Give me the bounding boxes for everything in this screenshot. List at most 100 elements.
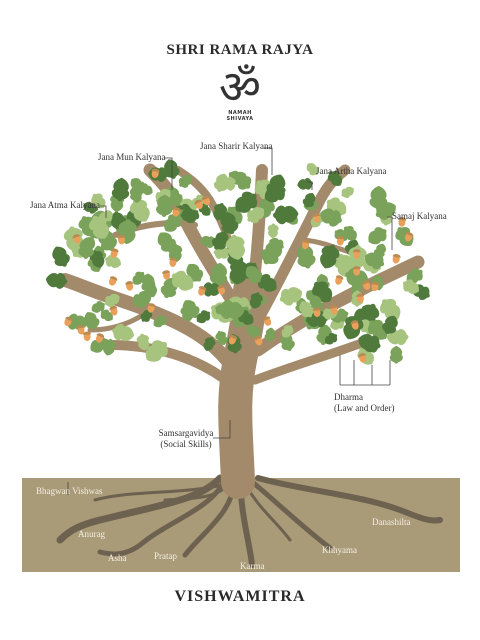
leaf	[235, 191, 258, 213]
om-icon: ॐ	[219, 60, 261, 114]
leaf	[89, 250, 105, 268]
leaf	[363, 341, 380, 353]
label-samsargavidya-subtitle: (Social Skills)	[160, 439, 212, 449]
leaf	[201, 282, 222, 297]
leaf	[141, 273, 156, 293]
leaf	[279, 287, 303, 306]
acorn	[217, 285, 226, 295]
leaf	[320, 244, 340, 269]
tree-foliage	[45, 159, 430, 365]
leaf	[266, 174, 286, 198]
acorn	[335, 275, 344, 285]
acorn	[392, 254, 401, 264]
acorn	[312, 213, 321, 223]
leaf	[130, 178, 145, 193]
leaf	[245, 266, 263, 284]
label-jana-mun-kalyana: Jana Mun Kalyana	[98, 152, 166, 162]
leaf	[52, 246, 70, 267]
leaf	[267, 223, 279, 239]
acorn	[117, 234, 126, 245]
root-label-pratap: Pratap	[154, 551, 177, 561]
acorn	[95, 333, 105, 343]
leaf	[369, 185, 388, 211]
label-samaj-kalyana: Samaj Kalyana	[392, 211, 447, 221]
leaf	[178, 174, 193, 188]
root-label-bhagwan-vishwas: Bhagwan Vishwas	[36, 486, 103, 496]
acorn	[352, 249, 361, 259]
acorn	[125, 281, 134, 291]
acorn	[83, 331, 91, 342]
leaf	[186, 209, 200, 223]
acorn	[201, 195, 211, 206]
acorn	[336, 236, 345, 246]
leaf	[281, 325, 294, 338]
acorn	[352, 266, 361, 276]
root-label-danashilta: Danashilta	[372, 517, 411, 527]
leaf	[218, 299, 245, 320]
footer-title: VISHWAMITRA	[174, 588, 306, 605]
leaf	[78, 237, 94, 259]
acorn	[169, 257, 178, 267]
acorn	[72, 234, 81, 244]
acorn	[147, 303, 156, 313]
page-title: SHRI RAMA RAJYA	[166, 42, 314, 58]
leaf	[379, 298, 401, 320]
leaf	[225, 234, 245, 260]
acorn	[358, 353, 367, 363]
acorn	[361, 280, 371, 290]
leaf	[182, 300, 200, 319]
leaf	[83, 201, 99, 214]
leaf	[382, 315, 398, 335]
acorn	[198, 286, 207, 296]
leaf	[389, 345, 403, 364]
leaf	[280, 333, 295, 352]
acorn	[404, 232, 414, 242]
om-subtitle-line1: NAMAH	[228, 110, 252, 116]
leaf	[84, 312, 100, 330]
leaf	[306, 163, 319, 176]
acorn	[151, 168, 160, 179]
acorn	[110, 248, 119, 258]
leaf	[375, 202, 396, 220]
leaf	[302, 192, 316, 208]
leaf	[104, 293, 120, 308]
root-label-asha: Asha	[108, 553, 127, 563]
leaf	[203, 337, 216, 351]
leaf	[105, 254, 122, 268]
leaf	[273, 205, 299, 225]
leaf	[345, 267, 369, 287]
leaf	[324, 332, 338, 345]
root-label-khhyama: Khhyama	[322, 545, 357, 555]
leaf	[299, 301, 315, 318]
acorn	[398, 217, 407, 227]
acorn	[162, 270, 171, 280]
leaf	[156, 194, 173, 217]
leaf	[196, 310, 211, 324]
leaf	[215, 330, 228, 345]
root-label-karma: Karma	[240, 561, 265, 571]
leaf	[209, 262, 228, 287]
leaf	[364, 252, 385, 270]
label-samsargavidya: Samsargavidya	[158, 428, 214, 438]
label-leader-lines	[67, 147, 393, 495]
leaf	[264, 327, 276, 342]
label-jana-sharir-kalyana: Jana Sharir Kalyana	[200, 141, 273, 151]
leaf	[320, 208, 342, 227]
leaf	[225, 176, 236, 191]
leaf	[91, 301, 105, 313]
leaf	[140, 309, 153, 322]
leaf	[373, 243, 386, 258]
label-dharma-subtitle: (Law and Order)	[334, 403, 395, 413]
leaf	[100, 309, 113, 322]
acorn	[172, 207, 181, 217]
leaf	[297, 177, 314, 190]
leaf	[129, 199, 150, 222]
leaf	[112, 323, 135, 342]
acorn	[228, 335, 238, 345]
leaf	[132, 188, 143, 203]
acorn	[108, 276, 118, 286]
leaf	[213, 173, 229, 192]
acorn	[254, 336, 263, 346]
leaf	[145, 340, 168, 362]
